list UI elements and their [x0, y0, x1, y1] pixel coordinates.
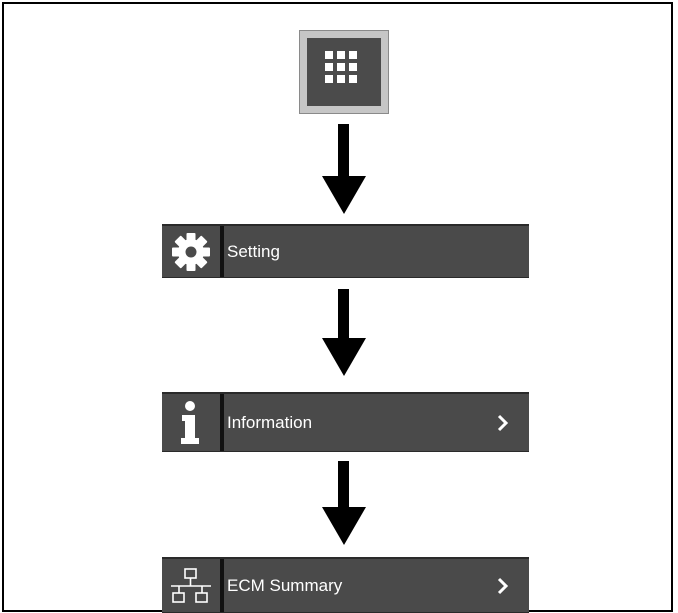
- menu-item-divider: [220, 394, 224, 451]
- gear-icon: [162, 226, 220, 277]
- apps-button[interactable]: [299, 30, 389, 114]
- apps-button-face: [307, 38, 381, 106]
- chevron-right-icon: [497, 559, 509, 612]
- information-label: Information: [227, 412, 313, 432]
- setting-menu-item[interactable]: Setting: [162, 224, 529, 278]
- chevron-right-icon: [497, 394, 509, 451]
- info-icon: [162, 394, 220, 451]
- menu-item-divider: [220, 226, 224, 277]
- ecm-summary-menu-item[interactable]: ECM Summary: [162, 557, 529, 613]
- down-arrow-icon: [322, 289, 366, 376]
- down-arrow-icon: [322, 461, 366, 545]
- network-icon: [162, 559, 220, 612]
- menu-item-divider: [220, 559, 224, 612]
- down-arrow-icon: [322, 124, 366, 214]
- setting-label: Setting: [227, 241, 280, 261]
- ecm-summary-label: ECM Summary: [227, 575, 343, 595]
- grid-icon: [325, 51, 357, 83]
- information-menu-item[interactable]: Information: [162, 392, 529, 452]
